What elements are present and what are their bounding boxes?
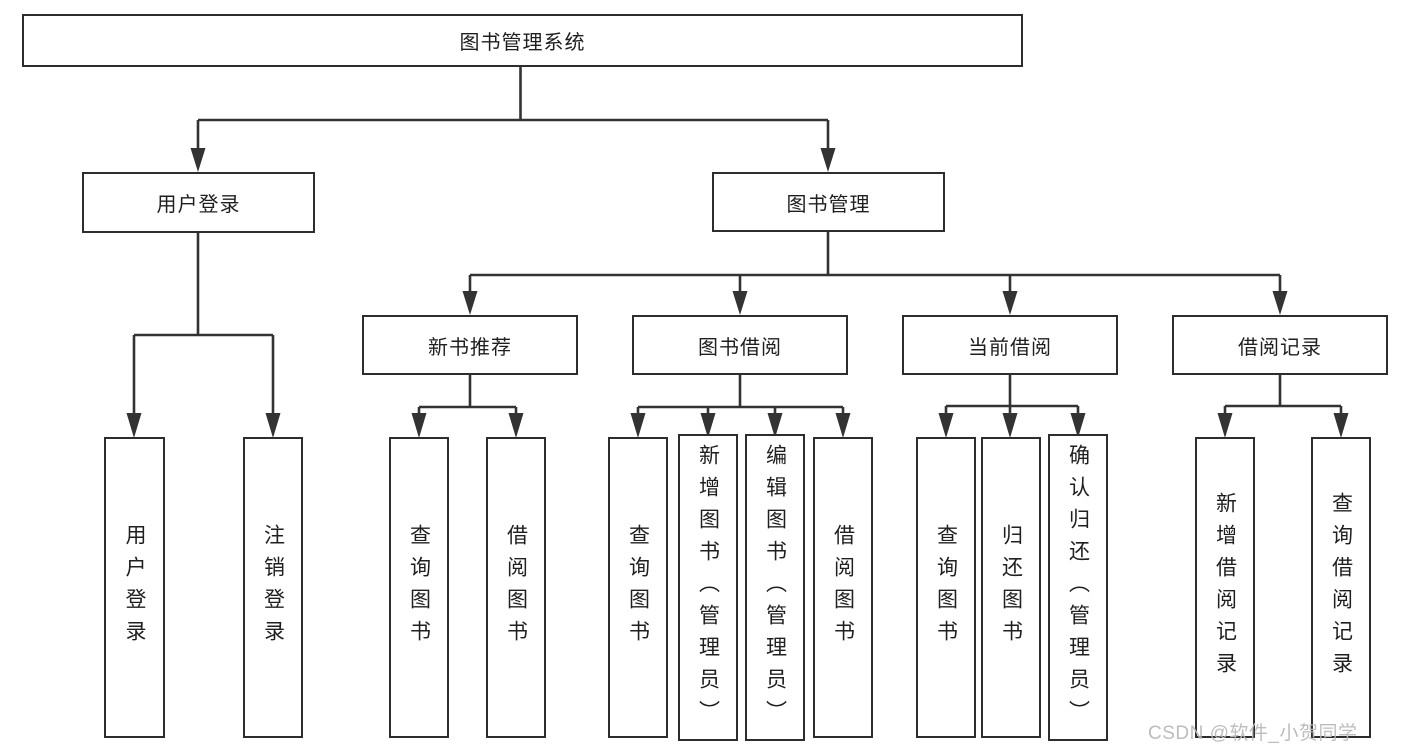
node-label: 当前借阅 xyxy=(968,336,1052,359)
node-root-system: 图书管理系统 xyxy=(22,14,1023,67)
leaf-user-login: 用户登录 xyxy=(104,437,165,738)
node-current-borrow: 当前借阅 xyxy=(902,315,1118,375)
node-label: 编辑图书（管理员） xyxy=(763,443,787,732)
leaf-confirm-return-admin: 确认归还（管理员） xyxy=(1048,434,1108,741)
node-borrow-records: 借阅记录 xyxy=(1172,315,1388,375)
node-label: 图书借阅 xyxy=(698,336,782,359)
leaf-query-book-current: 查询图书 xyxy=(916,437,976,738)
node-label: 借阅图书 xyxy=(831,523,855,652)
node-book-borrow: 图书借阅 xyxy=(632,315,848,375)
node-new-book-recommend: 新书推荐 xyxy=(362,315,578,375)
node-label: 借阅图书 xyxy=(504,523,528,652)
connector-borrow-records-to-leaves xyxy=(1217,375,1349,438)
connector-current-borrow-to-leaves xyxy=(938,375,1086,438)
leaf-borrow-book-recommend: 借阅图书 xyxy=(486,437,546,738)
node-book-mgmt-branch: 图书管理 xyxy=(712,172,945,232)
leaf-return-book: 归还图书 xyxy=(981,437,1041,738)
node-label: 图书管理 xyxy=(786,193,871,216)
node-label: 新增借阅记录 xyxy=(1213,491,1237,684)
node-label: 用户登录 xyxy=(156,194,241,216)
node-label: 确认归还（管理员） xyxy=(1066,443,1090,732)
leaf-add-borrow-record: 新增借阅记录 xyxy=(1195,437,1255,738)
leaf-add-book-admin: 新增图书（管理员） xyxy=(678,434,738,741)
leaf-borrow-book: 借阅图书 xyxy=(813,437,873,738)
node-label: 注销登录 xyxy=(261,523,285,652)
connector-user-login-to-leaves xyxy=(126,233,281,438)
leaf-query-book-recommend: 查询图书 xyxy=(389,437,449,738)
connector-book-borrow-to-leaves xyxy=(630,375,851,438)
node-label: 查询图书 xyxy=(407,523,431,652)
leaf-logout: 注销登录 xyxy=(243,437,303,738)
connector-root-to-branches xyxy=(190,67,836,172)
connector-new-book-to-leaves xyxy=(411,375,524,438)
leaf-edit-book-admin: 编辑图书（管理员） xyxy=(745,434,805,741)
leaf-query-borrow-record: 查询借阅记录 xyxy=(1311,437,1371,738)
node-label: 新增图书（管理员） xyxy=(696,443,720,732)
csdn-watermark: CSDN @软件_小贺同学 xyxy=(1148,723,1358,744)
node-user-login-branch: 用户登录 xyxy=(82,172,315,233)
node-label: 查询图书 xyxy=(626,523,650,652)
connector-book-mgmt-to-modules xyxy=(462,232,1288,315)
leaf-query-book-borrow: 查询图书 xyxy=(608,437,668,738)
node-label: 新书推荐 xyxy=(428,336,512,359)
node-label: 查询借阅记录 xyxy=(1329,491,1353,684)
node-label: 归还图书 xyxy=(999,523,1023,652)
node-label: 用户登录 xyxy=(123,523,146,652)
node-label: 图书管理系统 xyxy=(459,32,586,54)
node-label: 借阅记录 xyxy=(1238,336,1322,359)
node-label: 查询图书 xyxy=(934,523,958,652)
